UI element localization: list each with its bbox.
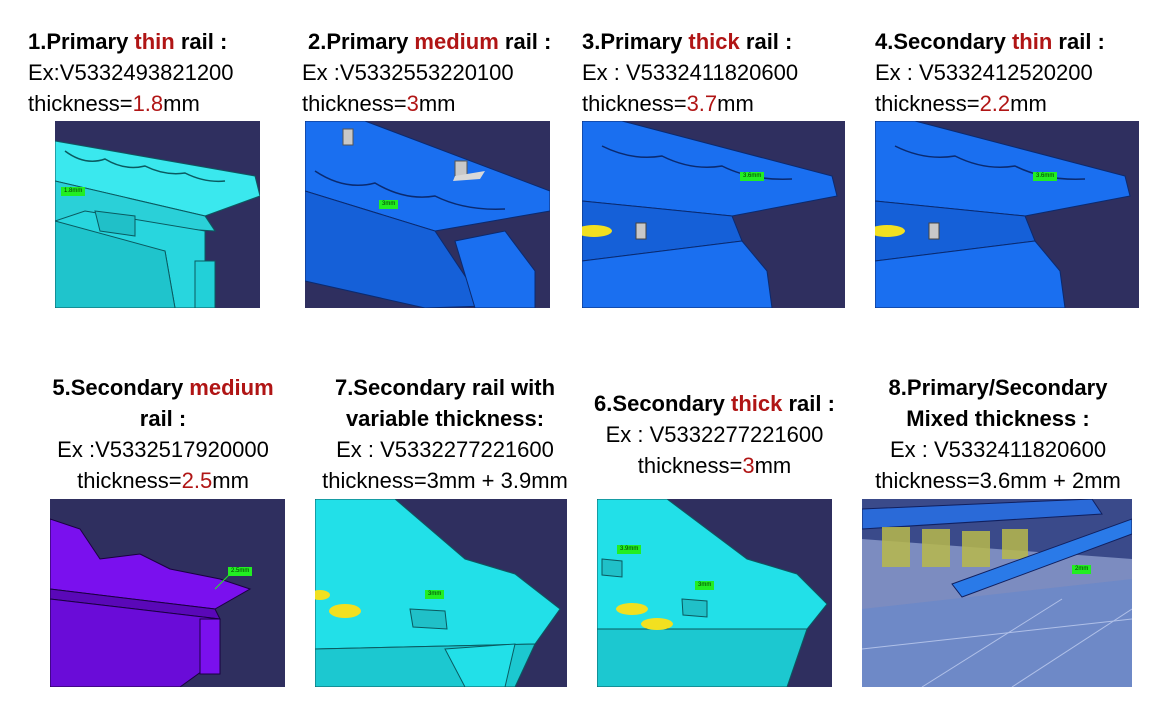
panel-5-measure-tag: 2.5mm xyxy=(228,567,253,576)
panel-6: 6.Secondary thick rail : Ex : V533227722… xyxy=(582,388,847,481)
panel-7-example: Ex : V5332277221600 xyxy=(336,437,554,462)
panel-4-example: Ex : V5332412520200 xyxy=(875,60,1093,85)
panel-5-render: 2.5mm xyxy=(50,499,285,687)
panel-5-example: Ex :V5332517920000 xyxy=(57,437,269,462)
panel-4: 4.Secondary thin rail : Ex : V5332412520… xyxy=(875,26,1105,119)
panel-2-measure-tag: 3mm xyxy=(379,200,399,209)
panel-1-title: 1.Primary thin rail : xyxy=(28,29,228,54)
panel-7: 7.Secondary rail with variable thickness… xyxy=(300,372,590,496)
panel-8-thickness: thickness=3.6mm + 2mm xyxy=(875,468,1121,493)
panel-1-measure-tag: 1.8mm xyxy=(61,187,86,196)
panel-3-measure-tag: 3.6mm xyxy=(740,172,765,181)
panel-7-render: 3mm xyxy=(315,499,567,687)
panel-2-title: 2.Primary medium rail : xyxy=(308,29,552,54)
panel-2-thickness: thickness=3mm xyxy=(302,91,456,116)
panel-3-example: Ex : V5332411820600 xyxy=(582,60,799,85)
panel-3-thickness: thickness=3.7mm xyxy=(582,91,754,116)
panel-6-measure-tag-1: 3.9mm xyxy=(617,545,642,554)
panel-5-title-line2: rail : xyxy=(139,406,187,431)
panel-3: 3.Primary thick rail : Ex : V53324118206… xyxy=(582,26,798,119)
panel-7-title-line2: variable thickness: xyxy=(345,406,545,431)
panel-2: 2.Primary medium rail : Ex :V53325532201… xyxy=(302,26,551,119)
panel-4-render: 3.6mm xyxy=(875,121,1139,308)
panel-6-example: Ex : V5332277221600 xyxy=(605,422,824,447)
panel-5: 5.Secondary medium rail : Ex :V533251792… xyxy=(38,372,288,496)
panel-1-example: Ex:V5332493821200 xyxy=(28,60,234,85)
panel-7-title: 7.Secondary rail with xyxy=(334,375,556,400)
panel-1: 1.Primary thin rail : Ex:V5332493821200 … xyxy=(28,26,234,119)
panel-7-measure-tag: 3mm xyxy=(425,590,445,599)
panel-1-render: 1.8mm xyxy=(55,121,260,308)
panel-2-render: 3mm xyxy=(305,121,550,308)
panel-6-thickness: thickness=3mm xyxy=(637,453,792,478)
panel-8-measure-tag: 2mm xyxy=(1072,565,1092,574)
panel-8-title-line2: Mixed thickness : xyxy=(906,406,1090,431)
panel-3-render: 3.6mm xyxy=(582,121,845,308)
panel-6-title: 6.Secondary thick rail : xyxy=(594,391,835,416)
panel-5-thickness: thickness=2.5mm xyxy=(77,468,249,493)
panel-7-thickness: thickness=3mm + 3.9mm xyxy=(322,468,568,493)
panel-2-example: Ex :V5332553220100 xyxy=(302,60,514,85)
panel-4-title: 4.Secondary thin rail : xyxy=(875,29,1105,54)
panel-8-title: 8.Primary/Secondary xyxy=(888,375,1108,400)
panel-8-render: 2mm xyxy=(862,499,1132,687)
panel-4-measure-tag: 3.6mm xyxy=(1033,172,1058,181)
panel-5-title: 5.Secondary medium xyxy=(52,375,274,400)
panel-1-thickness: thickness=1.8mm xyxy=(28,91,200,116)
panel-6-render: 3.9mm 3mm xyxy=(597,499,832,687)
panel-3-title: 3.Primary thick rail : xyxy=(582,29,793,54)
panel-6-measure-tag-2: 3mm xyxy=(695,581,715,590)
panel-8: 8.Primary/Secondary Mixed thickness : Ex… xyxy=(858,372,1138,496)
panel-4-thickness: thickness=2.2mm xyxy=(875,91,1047,116)
panel-8-example: Ex : V5332411820600 xyxy=(889,437,1107,462)
